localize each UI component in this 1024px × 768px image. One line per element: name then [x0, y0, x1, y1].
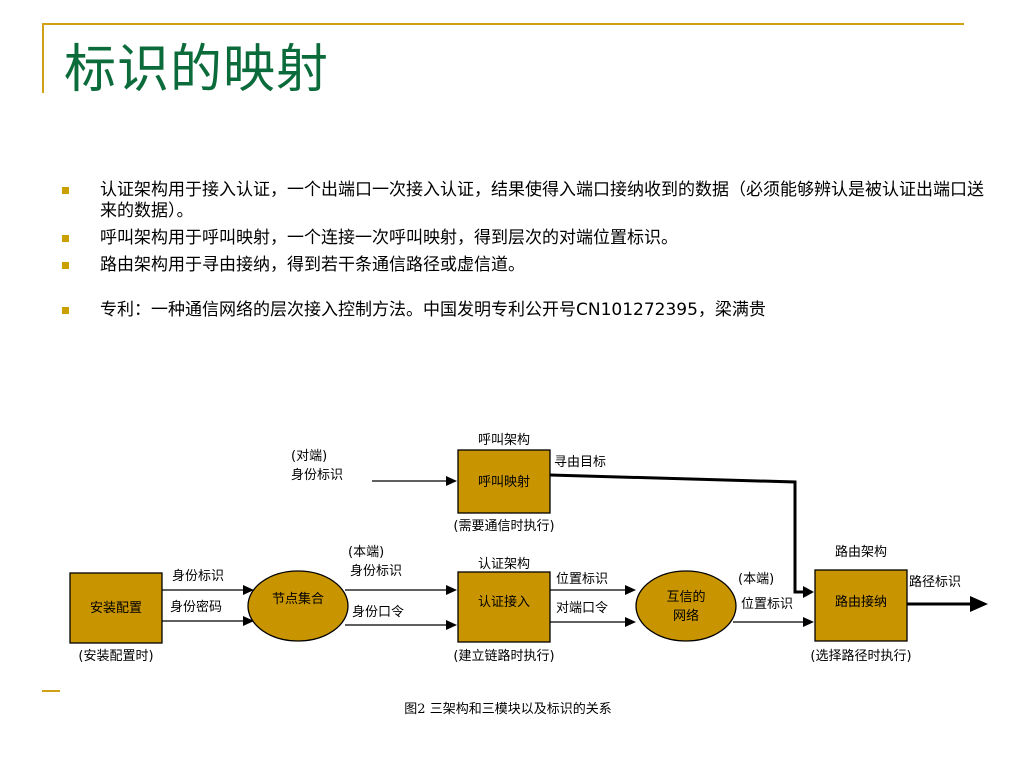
local-label-1: (本端): [348, 545, 384, 560]
bullet-item: 路由架构用于寻由接纳，得到若干条通信路径或虚信道。: [62, 255, 992, 276]
network-label-line2: 网络: [673, 608, 699, 624]
frame-dash: [42, 690, 60, 692]
bullet-item: 认证架构用于接入认证，一个出端口一次接入认证，结果使得入端口接纳收到的数据（必须…: [62, 180, 992, 222]
bullet-list: 认证架构用于接入认证，一个出端口一次接入认证，结果使得入端口接纳收到的数据（必须…: [62, 180, 992, 327]
install-config-label: 安装配置: [90, 601, 142, 616]
route-accept-box: [814, 569, 908, 642]
auth-access-label: 认证接入: [478, 594, 530, 610]
square-bullet-icon: [62, 262, 69, 269]
install-time-note: (安装配置时): [78, 649, 153, 664]
identity-id-left-label: 身份标识: [172, 568, 224, 584]
arrow-seek-target: [549, 473, 804, 594]
frame-line-top: [42, 23, 964, 25]
node-set-ellipse: [247, 570, 349, 642]
arrowhead: [625, 617, 636, 627]
network-label-line1: 互信的: [666, 589, 705, 605]
arrowhead: [446, 585, 457, 595]
bullet-text: 路由架构用于寻由接纳，得到若干条通信路径或虚信道。: [100, 255, 525, 275]
bullet-item: 呼叫架构用于呼叫映射，一个连接一次呼叫映射，得到层次的对端位置标识。: [62, 228, 992, 249]
arrowhead: [446, 620, 457, 630]
position-id-label: 位置标识: [556, 572, 608, 587]
arrowhead: [625, 585, 636, 595]
identity-id-top-label: 身份标识: [291, 467, 343, 483]
arrowhead: [970, 596, 988, 612]
seek-target-label: 寻由目标: [554, 455, 606, 470]
arrowhead: [803, 586, 814, 598]
identity-id-mid-label: 身份标识: [350, 563, 402, 579]
call-time-note: (需要通信时执行): [453, 519, 554, 534]
frame-line-left: [42, 23, 44, 93]
arrowhead: [803, 617, 814, 627]
peer-token-label: 对端口令: [556, 601, 608, 616]
bullet-text: 专利：一种通信网络的层次接入控制方法。中国发明专利公开号CN101272395，…: [100, 300, 766, 320]
local-label-2: (本端): [738, 572, 774, 587]
position-id-right-label: 位置标识: [741, 597, 793, 612]
identity-token-label: 身份口令: [352, 604, 404, 620]
call-arch-header: 呼叫架构: [478, 433, 530, 448]
path-id-label: 路径标识: [909, 574, 961, 590]
call-mapping-label: 呼叫映射: [478, 474, 530, 490]
arrowhead: [446, 476, 457, 486]
square-bullet-icon: [62, 235, 69, 242]
arrowhead: [243, 585, 254, 595]
bullet-text: 呼叫架构用于呼叫映射，一个连接一次呼叫映射，得到层次的对端位置标识。: [100, 228, 678, 248]
route-time-note: (选择路径时执行): [810, 648, 911, 664]
bullet-text: 认证架构用于接入认证，一个出端口一次接入认证，结果使得入端口接纳收到的数据（必须…: [100, 180, 984, 221]
square-bullet-icon: [62, 307, 69, 314]
auth-access-box: [457, 571, 551, 643]
identity-pwd-label: 身份密码: [170, 599, 222, 615]
install-config-box: [69, 572, 163, 644]
bullet-item: 专利：一种通信网络的层次接入控制方法。中国发明专利公开号CN101272395，…: [62, 300, 992, 321]
call-mapping-box: [457, 449, 551, 514]
route-arch-header: 路由架构: [835, 544, 887, 560]
auth-time-note: (建立链路时执行): [453, 648, 554, 664]
auth-arch-header: 认证架构: [478, 557, 530, 572]
figure-caption: 图2 三架构和三模块以及标识的关系: [404, 701, 611, 717]
network-ellipse: [635, 570, 737, 642]
slide-title: 标识的映射: [64, 40, 330, 100]
route-accept-label: 路由接纳: [835, 594, 887, 610]
arrowhead: [243, 616, 254, 626]
square-bullet-icon: [62, 187, 69, 194]
peer-label: (对端): [291, 449, 327, 464]
node-set-label: 节点集合: [272, 591, 324, 607]
